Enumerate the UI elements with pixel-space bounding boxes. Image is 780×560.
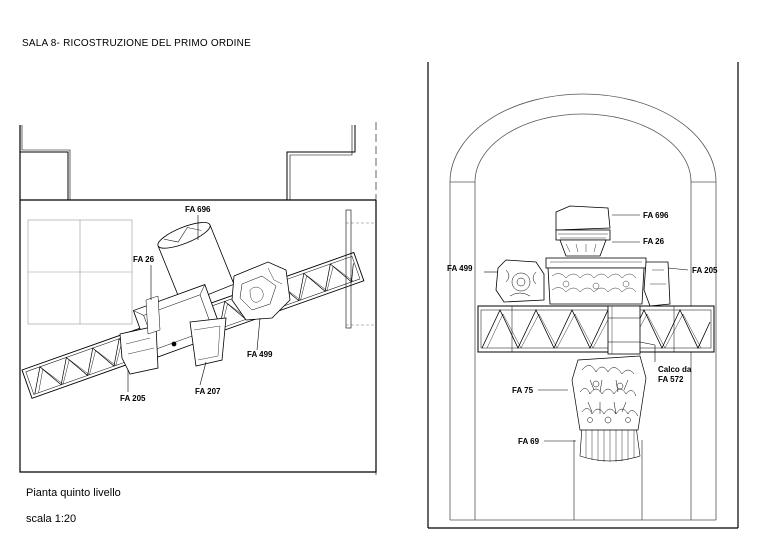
- fragment-fa696: [555, 205, 611, 257]
- plan-label-fa499: FA 499: [247, 350, 273, 359]
- elev-label-fa499: FA 499: [447, 264, 473, 273]
- cast-fa572: [607, 305, 641, 355]
- plan-view: FA 696 FA 26 FA 499 FA 205 FA 207: [19, 122, 377, 475]
- plan-caption: Pianta quinto livello: [26, 487, 121, 499]
- elevation-truss: [477, 305, 715, 353]
- elev-label-fa696: FA 696: [643, 211, 669, 220]
- plan-leaders: [127, 215, 261, 392]
- plan-label-fa207: FA 207: [195, 387, 221, 396]
- elevation-frame: [427, 62, 739, 529]
- elev-label-calco1: Calco da: [658, 365, 692, 374]
- plan-label-fa696: FA 696: [185, 205, 211, 214]
- fragment-fa205: [643, 261, 671, 307]
- elev-label-calco2: FA 572: [658, 375, 684, 384]
- elev-label-fa26: FA 26: [643, 237, 665, 246]
- elev-label-fa69: FA 69: [518, 437, 540, 446]
- capital-fa75: [571, 355, 647, 431]
- fragment-fa499: [495, 259, 545, 303]
- plan-walls: [19, 125, 377, 473]
- elev-label-fa205: FA 205: [692, 266, 718, 275]
- scale-caption: scala 1:20: [26, 513, 77, 525]
- plan-grid-square: [27, 219, 133, 325]
- column-shaft: [573, 440, 643, 520]
- elevation-view: FA 696 FA 26 FA 499 FA 205 Calco da FA 5…: [427, 62, 739, 529]
- elev-label-fa75: FA 75: [512, 386, 534, 395]
- plan-label-fa26: FA 26: [133, 255, 155, 264]
- elevation-leaders: [484, 214, 689, 442]
- capital-base-fa69: [579, 425, 641, 462]
- plan-label-fa205: FA 205: [120, 394, 146, 403]
- fragment-fa26: [545, 257, 647, 305]
- plan-fragments: [119, 222, 291, 375]
- sheet-title: SALA 8- RICOSTRUZIONE DEL PRIMO ORDINE: [22, 38, 251, 49]
